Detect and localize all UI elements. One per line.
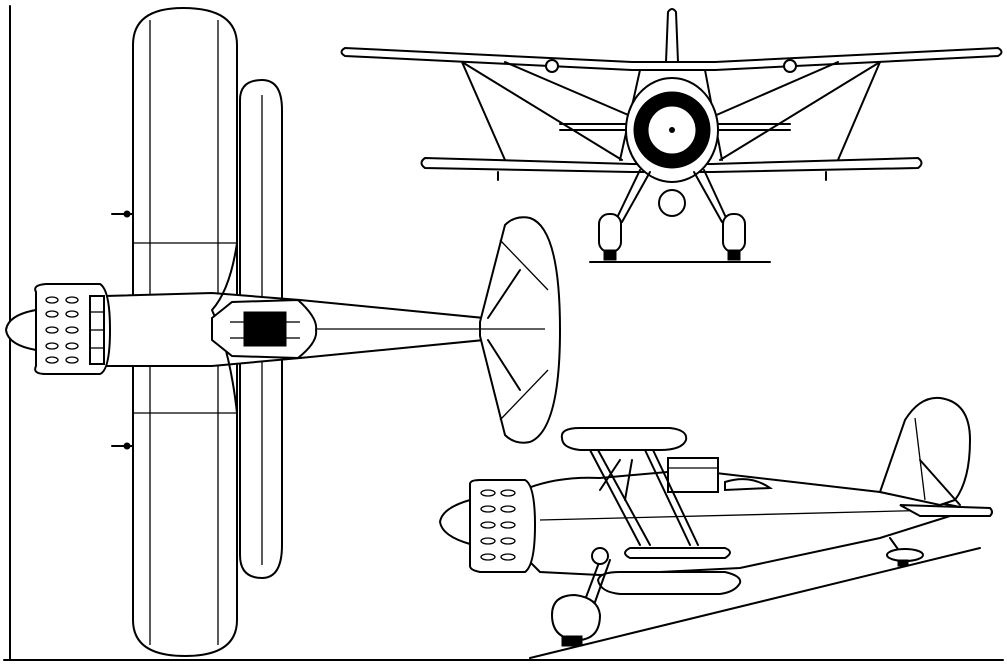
- front-view-upper-wing: [340, 46, 1003, 71]
- front-view: [340, 8, 1003, 263]
- side-view-tail-wheel: [886, 537, 924, 567]
- side-view-tailplane: [899, 504, 993, 517]
- top-view-spinner: [4, 308, 37, 352]
- side-view-struts: [589, 449, 699, 546]
- front-view-engine: [625, 77, 719, 183]
- side-view-lower-wing: [624, 547, 731, 559]
- side-view-upper-wing: [560, 427, 688, 451]
- side-view-cockpit: [667, 457, 773, 493]
- side-view-fin: [878, 396, 972, 507]
- top-view: [4, 6, 562, 658]
- top-view-tailplane: [479, 216, 562, 444]
- side-view-landing-gear: [550, 547, 611, 647]
- side-view-spinner: [438, 498, 471, 546]
- top-view-engine: [4, 283, 112, 375]
- side-view-belly-tank: [596, 571, 742, 595]
- side-view-engine: [438, 479, 537, 573]
- side-view: [438, 396, 993, 659]
- front-view-fin: [664, 8, 680, 63]
- front-view-landing-gear: [589, 169, 771, 263]
- top-view-cockpit: [211, 298, 318, 360]
